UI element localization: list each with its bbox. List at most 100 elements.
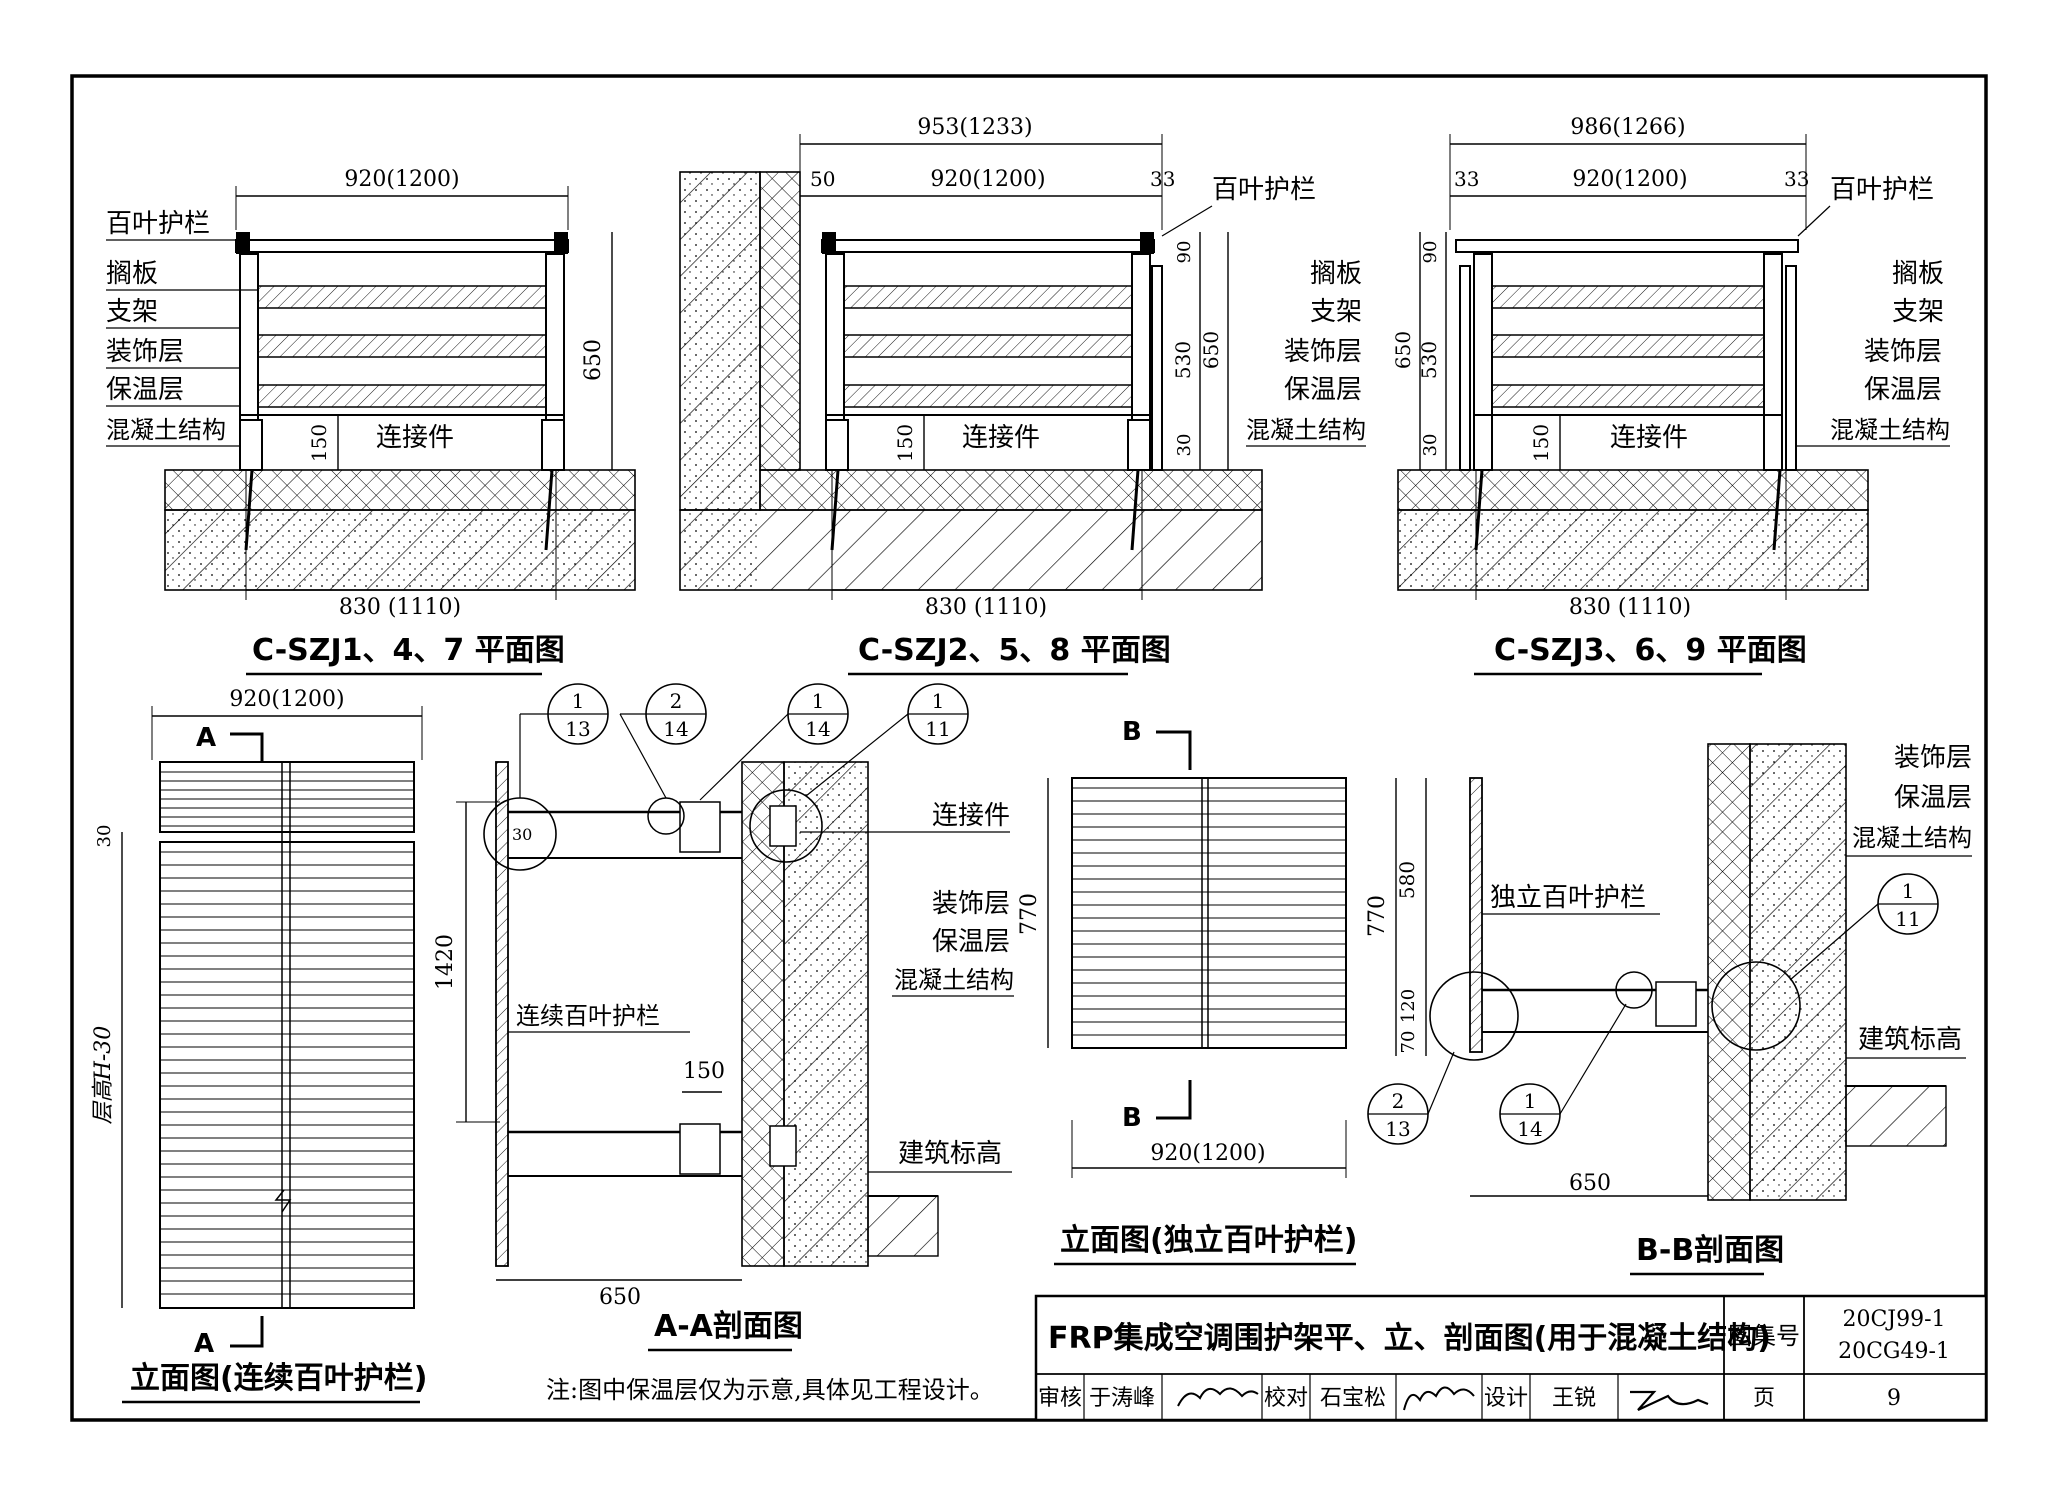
svg-text:1: 1 bbox=[812, 689, 825, 713]
checker-name: 石宝松 bbox=[1320, 1386, 1386, 1411]
design-label: 设计 bbox=[1484, 1386, 1528, 1411]
label-insulation: 保温层 bbox=[1864, 375, 1942, 405]
plan3-dim-90: 90 bbox=[1420, 241, 1441, 264]
aa-dim-650: 650 bbox=[599, 1285, 641, 1310]
aa-label-cont-railing: 连续百叶护栏 bbox=[516, 1002, 660, 1030]
plan-view-3: 986(1266) 33 920(1200) 33 650 90 530 30 … bbox=[1391, 115, 1950, 676]
plan2-dim-bottom: 830 (1110) bbox=[925, 595, 1047, 620]
bb-dim-70: 70 bbox=[1398, 1031, 1419, 1054]
plan3-dim-total: 986(1266) bbox=[1570, 115, 1685, 140]
shelf-slat bbox=[843, 384, 1133, 408]
label-insulation: 保温层 bbox=[106, 375, 184, 405]
detail-callout-circle bbox=[647, 797, 685, 835]
bb-label-decor: 装饰层 bbox=[1894, 743, 1972, 773]
aa-dim-150: 150 bbox=[683, 1059, 725, 1084]
bb-label-indep-railing: 独立百叶护栏 bbox=[1490, 883, 1646, 913]
svg-text:11: 11 bbox=[1895, 907, 1920, 931]
plan3-dim-33b: 33 bbox=[1784, 167, 1809, 191]
section-aa: 30 1420 150 650 1 13 2 14 bbox=[433, 683, 1014, 1352]
plan1-dim-top: 920(1200) bbox=[344, 167, 459, 192]
section-b-top: B bbox=[1122, 717, 1142, 747]
checker-signature bbox=[1403, 1386, 1475, 1411]
svg-text:14: 14 bbox=[1517, 1117, 1542, 1141]
label-railing: 百叶护栏 bbox=[106, 209, 210, 239]
aa-dim-1420: 1420 bbox=[433, 934, 458, 990]
page-number: 9 bbox=[1887, 1386, 1901, 1411]
plan1-title: C-SZJ1、4、7 平面图 bbox=[252, 633, 565, 668]
check-label: 校对 bbox=[1264, 1386, 1308, 1411]
label-railing: 百叶护栏 bbox=[1830, 175, 1934, 205]
shelf-slat bbox=[257, 285, 547, 309]
plan2-dim-530: 530 bbox=[1171, 341, 1195, 379]
elevation-independent: B 770 B 920(1200) 立面图(独立百叶护栏) bbox=[1017, 717, 1357, 1266]
plan2-dim-33: 33 bbox=[1150, 167, 1175, 191]
label-connector: 连接件 bbox=[962, 423, 1040, 453]
svg-text:1: 1 bbox=[1524, 1089, 1537, 1113]
label-railing: 百叶护栏 bbox=[1212, 175, 1316, 205]
svg-text:14: 14 bbox=[805, 717, 830, 741]
label-concrete: 混凝土结构 bbox=[106, 416, 226, 444]
svg-text:13: 13 bbox=[1385, 1117, 1410, 1141]
svg-text:1: 1 bbox=[1902, 879, 1915, 903]
plan3-dim-bottom: 830 (1110) bbox=[1569, 595, 1691, 620]
top-railing-bar bbox=[235, 239, 569, 253]
svg-text:11: 11 bbox=[925, 717, 950, 741]
shelf-slat bbox=[257, 384, 547, 408]
plan2-dim-50: 50 bbox=[810, 167, 835, 191]
label-shelf: 搁板 bbox=[1310, 259, 1362, 289]
title-block: FRP集成空调围护架平、立、剖面图(用于混凝土结构) 图集号 20CJ99-1 … bbox=[1034, 1294, 1988, 1422]
aa-label-elevation: 建筑标高 bbox=[898, 1139, 1002, 1169]
indep-dim-bottom: 920(1200) bbox=[1150, 1141, 1265, 1166]
elev-indep-title: 立面图(独立百叶护栏) bbox=[1060, 1223, 1357, 1258]
plan3-dim-150: 150 bbox=[1529, 424, 1553, 462]
label-shelf: 搁板 bbox=[106, 259, 158, 289]
review-label: 审核 bbox=[1038, 1386, 1082, 1411]
section-aa-title: A-A剖面图 bbox=[654, 1309, 803, 1344]
atlas-number-2: 20CG49-1 bbox=[1838, 1339, 1950, 1364]
elev-cont-title: 立面图(连续百叶护栏) bbox=[130, 1361, 427, 1396]
plan1-dim-150: 150 bbox=[307, 424, 331, 462]
bb-dim-580: 580 bbox=[1395, 861, 1419, 899]
detail-ref-bb-1-14: 1 14 bbox=[1499, 1003, 1627, 1145]
svg-text:14: 14 bbox=[663, 717, 688, 741]
detail-callout-circle bbox=[1615, 971, 1653, 1009]
reviewer-name: 于涛峰 bbox=[1089, 1386, 1155, 1411]
detail-ref-1-13: 1 13 bbox=[519, 683, 609, 798]
railing-post bbox=[495, 761, 509, 1267]
plan3-dim-33a: 33 bbox=[1454, 167, 1479, 191]
atlas-label: 图集号 bbox=[1728, 1322, 1800, 1350]
independent-slats bbox=[1072, 787, 1346, 1036]
plan2-title: C-SZJ2、5、8 平面图 bbox=[858, 633, 1171, 668]
plan1-dim-h: 650 bbox=[581, 339, 606, 381]
elevation-continuous: 920(1200) A 30 层高H-30 A 立面图(连续百叶护栏) bbox=[91, 687, 427, 1404]
label-bracket: 支架 bbox=[1310, 297, 1362, 327]
svg-text:2: 2 bbox=[670, 689, 683, 713]
plan3-dim-top: 920(1200) bbox=[1572, 167, 1687, 192]
section-a-bottom: A bbox=[194, 1329, 214, 1359]
designer-signature bbox=[1630, 1390, 1709, 1411]
label-bracket: 支架 bbox=[1892, 297, 1944, 327]
detail-ref-bb-2-13: 2 13 bbox=[1367, 1051, 1455, 1145]
plan3-dim-530: 530 bbox=[1417, 341, 1441, 379]
label-connector: 连接件 bbox=[376, 423, 454, 453]
label-shelf: 搁板 bbox=[1892, 259, 1944, 289]
svg-text:2: 2 bbox=[1392, 1089, 1405, 1113]
section-a-top: A bbox=[196, 723, 216, 753]
sheet-frame bbox=[70, 74, 1988, 1422]
elev-cont-dim-30: 30 bbox=[94, 825, 115, 848]
label-decor: 装饰层 bbox=[1864, 337, 1942, 367]
svg-text:1: 1 bbox=[932, 689, 945, 713]
decor-insulation-strip bbox=[1397, 469, 1869, 511]
detail-ref-bb-1-11: 1 11 bbox=[1789, 873, 1939, 981]
section-b-bottom: B bbox=[1122, 1103, 1142, 1133]
shelf-slat bbox=[1491, 384, 1765, 408]
drawing-note: 注:图中保温层仅为示意,具体见工程设计。 bbox=[546, 1376, 994, 1404]
top-railing-bar bbox=[821, 239, 1155, 253]
shelf-slat bbox=[257, 334, 547, 358]
indep-dim-770: 770 bbox=[1017, 893, 1042, 935]
aa-label-connector: 连接件 bbox=[932, 801, 1010, 831]
bb-dim-650: 650 bbox=[1569, 1171, 1611, 1196]
shelf-slat bbox=[843, 334, 1133, 358]
designer-name: 王锐 bbox=[1552, 1386, 1596, 1411]
